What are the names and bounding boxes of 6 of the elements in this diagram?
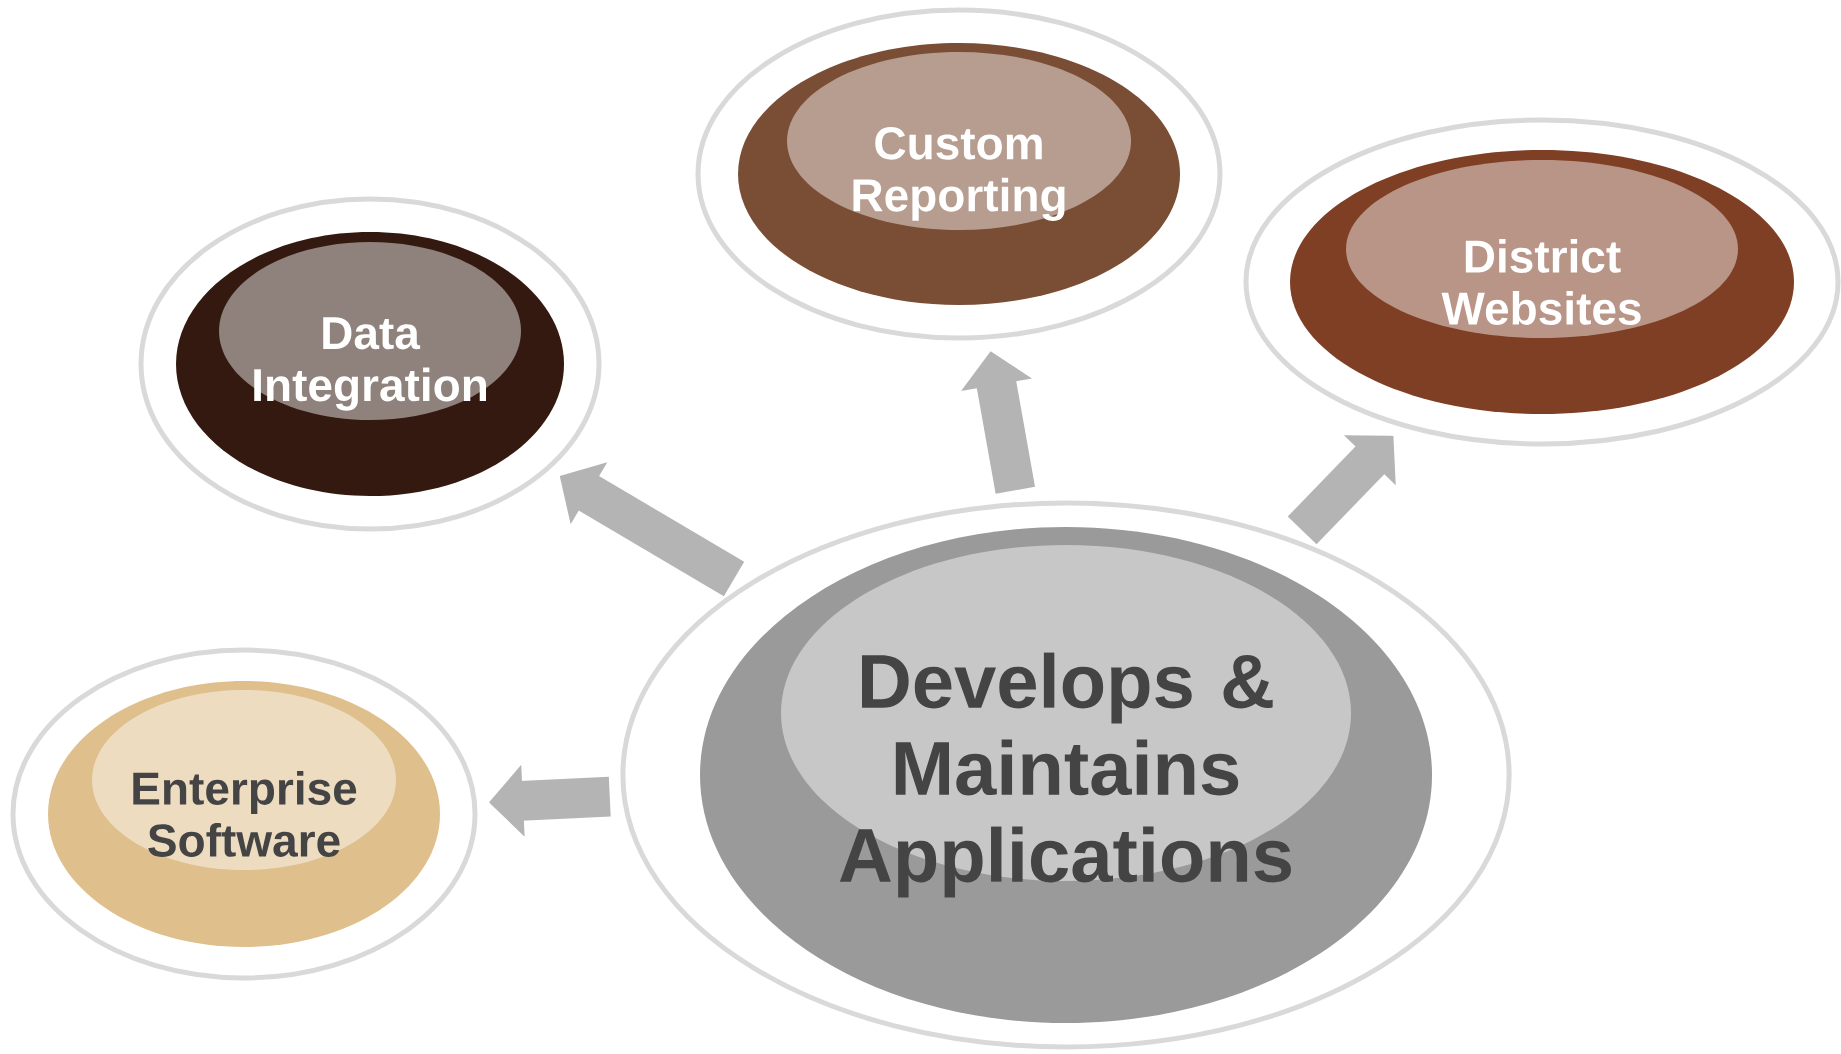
ellipse-node: Custom Reporting — [695, 7, 1223, 341]
ellipse-node: Data Integration — [138, 196, 602, 532]
chevron-arrow — [1287, 435, 1396, 545]
ellipse-node: District Websites — [1243, 117, 1841, 447]
ellipse-node: Develops & Maintains Applications — [620, 500, 1512, 1050]
ellipse-node: Enterprise Software — [10, 647, 478, 981]
